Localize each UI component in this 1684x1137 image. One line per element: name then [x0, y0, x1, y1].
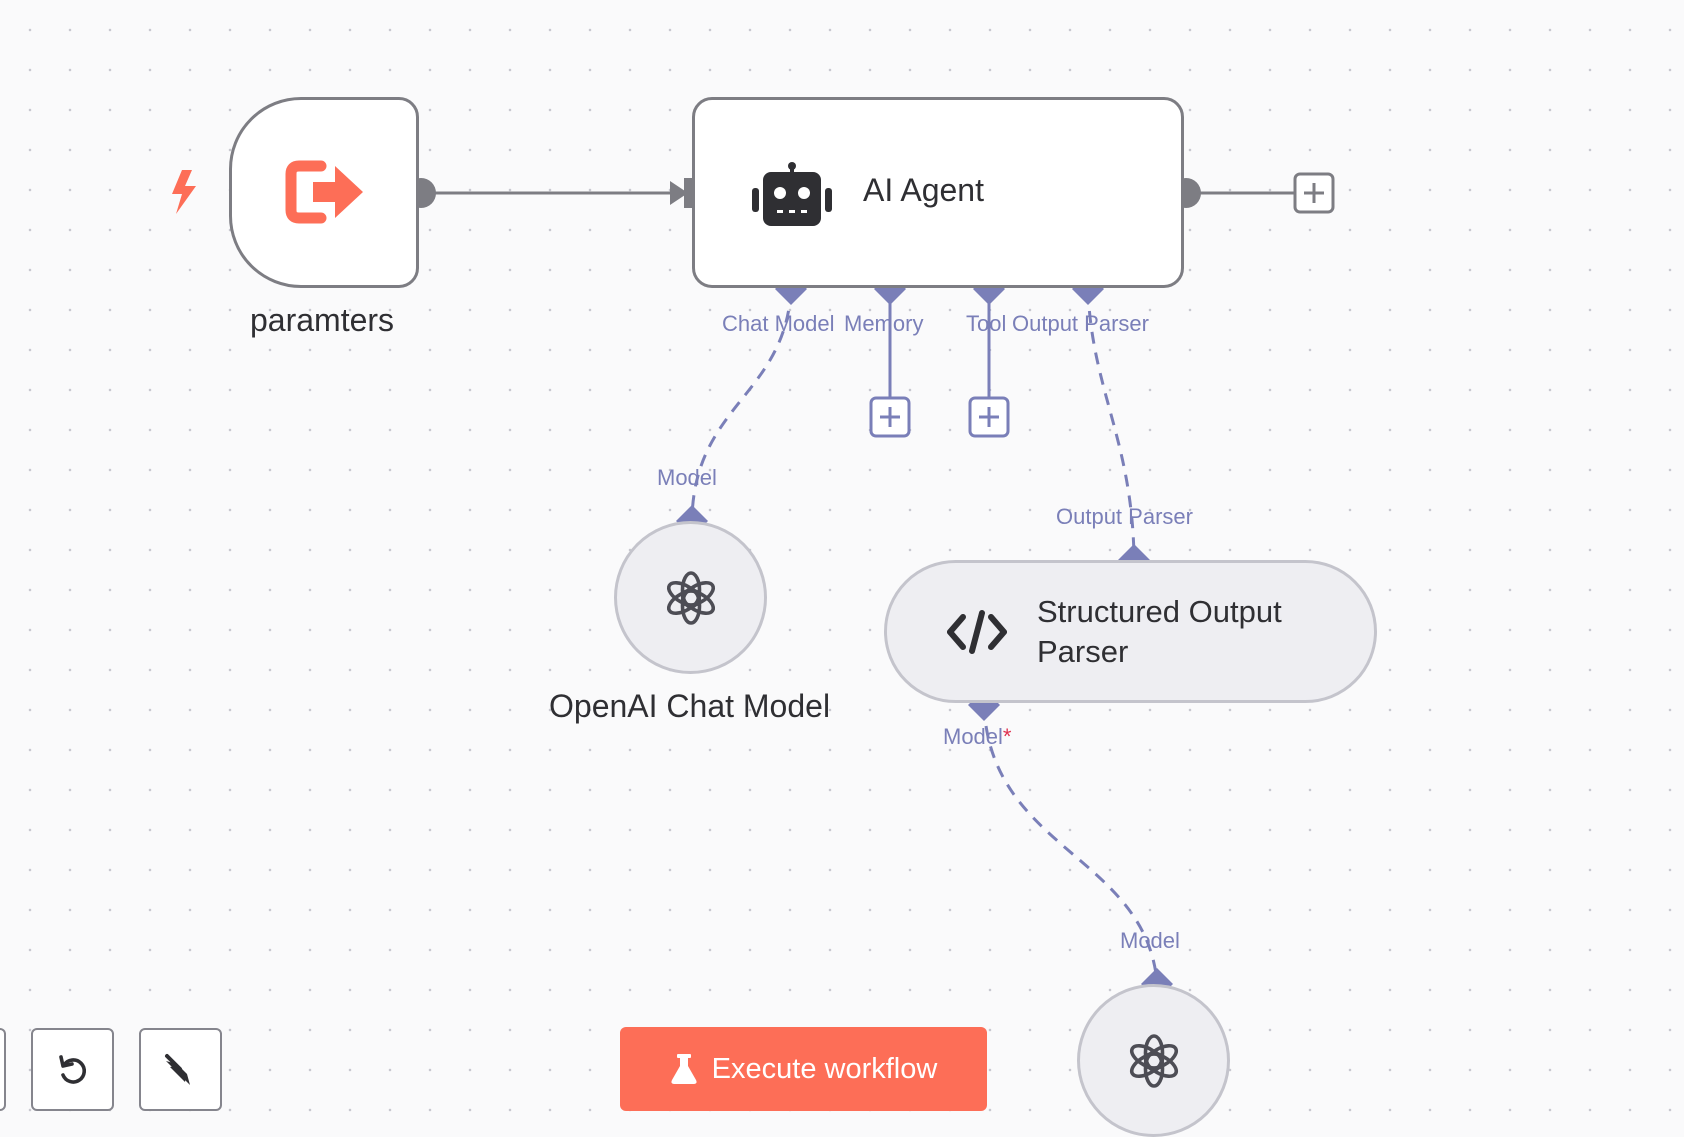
- flask-icon: [671, 1054, 697, 1084]
- port-label-chat-model: Chat Model: [722, 311, 835, 336]
- connection-chat-model[interactable]: [690, 289, 793, 519]
- undo-icon: [58, 1054, 86, 1084]
- openai1-model-label: Model: [657, 465, 717, 490]
- openai-icon: [1129, 1034, 1179, 1088]
- ai-agent-node[interactable]: AI Agent: [692, 97, 1184, 288]
- structured-output-parser-title: Structured Output Parser: [1037, 594, 1282, 669]
- trigger-bolt-icon: [172, 170, 196, 214]
- trigger-node-title: paramters: [250, 302, 395, 338]
- add-node-after-agent-button[interactable]: [1293, 172, 1335, 214]
- openai-chat-model-node-2[interactable]: [1077, 984, 1230, 1137]
- openai-chat-model-node[interactable]: [614, 521, 767, 674]
- broom-icon: [164, 1053, 190, 1085]
- execute-workflow-button[interactable]: Execute workflow: [620, 1027, 987, 1111]
- exit-arrow-icon: [285, 160, 363, 224]
- execute-workflow-label: Execute workflow: [711, 1052, 938, 1085]
- connection-arrowhead: [670, 181, 688, 205]
- port-label-output-parser: Output Parser: [1012, 311, 1149, 336]
- add-tool-button[interactable]: [968, 396, 1010, 438]
- openai2-model-label: Model: [1120, 928, 1180, 953]
- port-label-tool: Tool: [966, 311, 1007, 336]
- trigger-node[interactable]: [229, 97, 419, 288]
- openai-icon: [666, 571, 716, 625]
- parser-model-label: Model*: [943, 724, 1011, 750]
- code-icon: [947, 610, 1007, 654]
- parser-input-label: Output Parser: [1056, 504, 1193, 529]
- ai-agent-title: AI Agent: [863, 172, 984, 208]
- tidy-up-button[interactable]: [139, 1028, 222, 1111]
- port-label-memory: Memory: [844, 311, 924, 336]
- connection-output-parser[interactable]: [1086, 289, 1136, 558]
- connection-parser-model[interactable]: [982, 704, 1159, 983]
- robot-icon: [752, 162, 832, 226]
- undo-button[interactable]: [31, 1028, 114, 1111]
- parser-model-label-text: Model: [943, 724, 1003, 749]
- openai-chat-model-title: OpenAI Chat Model: [549, 688, 831, 724]
- zoom-button-partial[interactable]: [0, 1028, 6, 1111]
- agent-input-handle[interactable]: [684, 178, 694, 208]
- add-memory-button[interactable]: [869, 396, 911, 438]
- required-marker: *: [1002, 724, 1012, 749]
- structured-output-parser-node[interactable]: Structured Output Parser: [884, 560, 1377, 703]
